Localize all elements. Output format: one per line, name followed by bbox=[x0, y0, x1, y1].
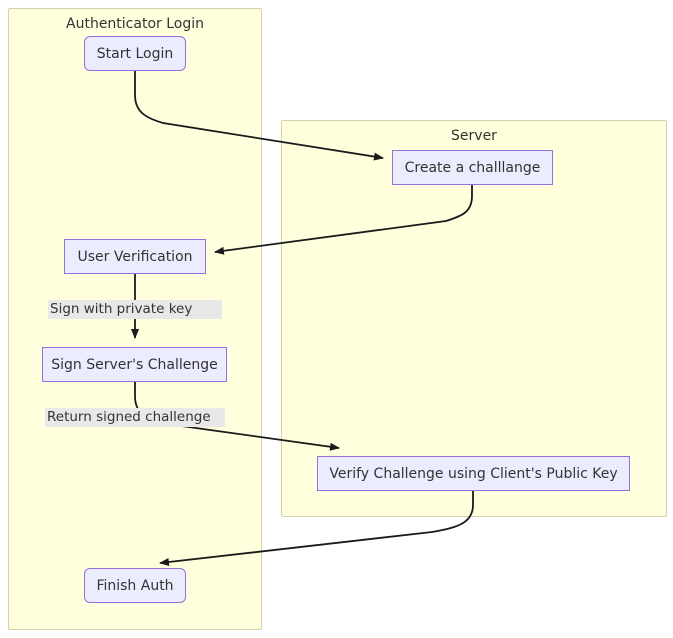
node-label-user-verification: User Verification bbox=[77, 248, 193, 265]
node-label-sign-challenge: Sign Server's Challenge bbox=[51, 356, 218, 373]
cluster-label-authenticator-login: Authenticator Login bbox=[66, 16, 204, 32]
edge-label-sign-with-private-key: Sign with private key bbox=[48, 300, 222, 319]
node-label-finish-auth: Finish Auth bbox=[96, 577, 174, 594]
node-label-verify-challenge: Verify Challenge using Client's Public K… bbox=[329, 465, 618, 482]
node-verify-challenge[interactable]: Verify Challenge using Client's Public K… bbox=[317, 456, 630, 491]
node-sign-challenge[interactable]: Sign Server's Challenge bbox=[42, 347, 227, 382]
node-create-challenge[interactable]: Create a challlange bbox=[392, 150, 553, 185]
edge-start-login-to-create-challenge bbox=[134, 71, 384, 161]
cluster-server: Server bbox=[281, 120, 667, 517]
edge-label-return-signed-challenge: Return signed challenge bbox=[45, 408, 225, 427]
node-label-create-challenge: Create a challlange bbox=[404, 159, 541, 176]
node-finish-auth[interactable]: Finish Auth bbox=[84, 568, 186, 603]
cluster-label-server: Server bbox=[451, 128, 497, 144]
node-start-login[interactable]: Start Login bbox=[84, 36, 186, 71]
edge-create-challenge-to-user-verification bbox=[214, 185, 473, 255]
node-user-verification[interactable]: User Verification bbox=[64, 239, 206, 274]
node-label-start-login: Start Login bbox=[96, 45, 174, 62]
edge-verify-challenge-to-finish-auth bbox=[159, 491, 474, 566]
